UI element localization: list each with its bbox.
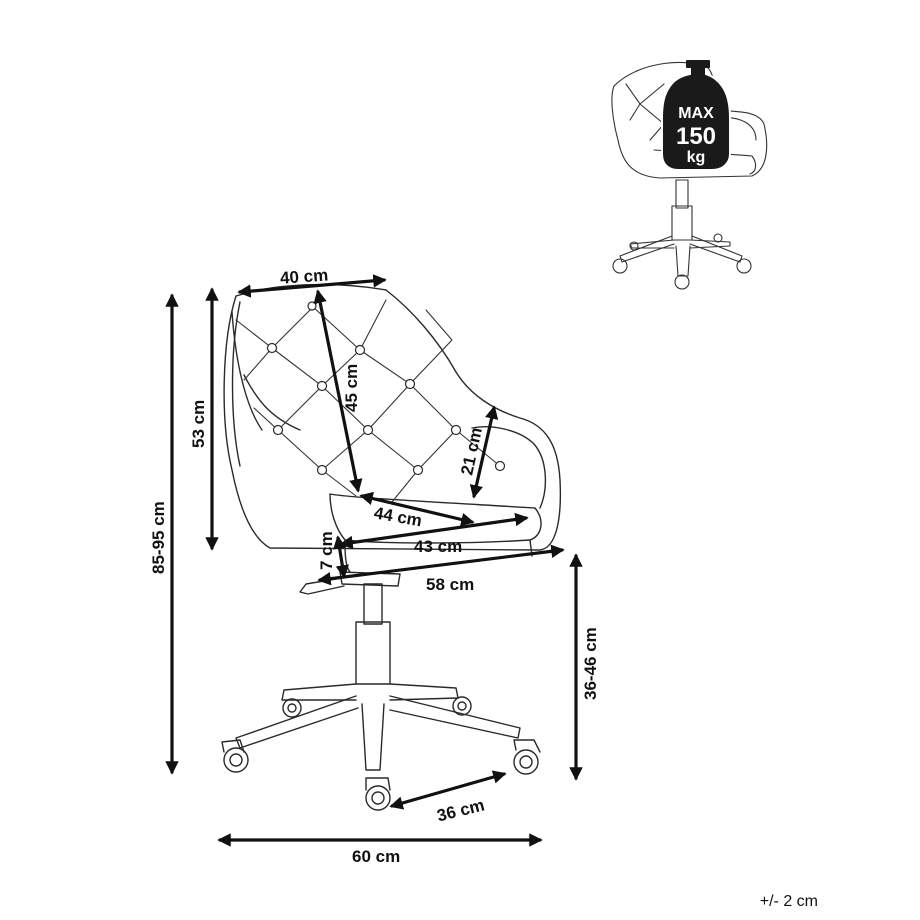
main-chair-drawing bbox=[221, 283, 562, 811]
badge-unit: kg bbox=[687, 149, 706, 166]
tolerance-note: +/- 2 cm bbox=[760, 893, 818, 910]
label-total-height: 85-95 cm bbox=[149, 501, 168, 574]
badge-max: MAX bbox=[678, 105, 714, 122]
label-base-width: 60 cm bbox=[352, 847, 400, 866]
label-seat-width: 43 cm bbox=[414, 537, 462, 556]
weight-limit-badge: MAX 150 kg bbox=[661, 60, 731, 171]
badge-weight-value: 150 bbox=[676, 123, 716, 150]
dimension-arrows bbox=[165, 274, 583, 847]
label-caster-spacing: 36 cm bbox=[435, 795, 486, 825]
label-backrest-height: 45 cm bbox=[342, 364, 361, 412]
label-backrest-width: 40 cm bbox=[279, 265, 328, 287]
label-seat-height: 36-46 cm bbox=[581, 627, 600, 700]
label-overall-width: 58 cm bbox=[426, 575, 474, 594]
label-seat-thickness: 7 cm bbox=[317, 531, 336, 570]
label-back-height: 53 cm bbox=[189, 400, 208, 448]
